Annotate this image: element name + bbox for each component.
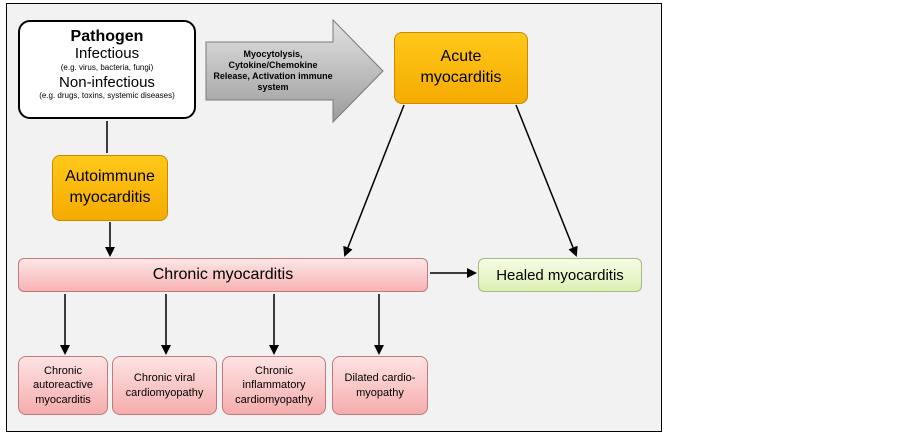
pathogen-title: Pathogen [70,28,144,45]
infectious-examples: (e.g. virus, bacteria, fungi) [60,62,154,72]
autoimmune-myocarditis-box: Autoimmune myocarditis [52,155,168,221]
outcome-chronic-viral-cardiomyopathy: Chronic viral cardiomyopathy [112,356,217,415]
chronic-myocarditis-label: Chronic myocarditis [152,266,294,283]
infectious-label: Infectious [74,44,140,62]
mechanism-arrow-label: Myocytolysis, Cytokine/Chemokine Release… [213,48,333,93]
noninfectious-examples: (e.g. drugs, toxins, systemic diseases) [39,91,175,101]
outcome-dilated-cardiomyopathy: Dilated cardio- myopathy [332,356,428,415]
autoimmune-myocarditis-label: Autoimmune myocarditis [65,168,155,206]
mechanism-block-arrow [205,18,384,124]
arrow-acute-to-healed [515,104,578,257]
acute-myocarditis-box: Acute myocarditis [394,32,528,104]
outcome-chronic-inflammatory-cardiomyopathy: Chronic inflammatory cardiomyopathy [222,356,326,415]
arrow-acute-to-chronic [343,104,405,257]
outcome-chronic-autoreactive-myocarditis: Chronic autoreactive myocarditis [18,356,108,415]
acute-myocarditis-label: Acute myocarditis [420,48,502,86]
pathogen-box: Pathogen Infectious (e.g. virus, bacteri… [18,20,196,119]
chronic-myocarditis-box: Chronic myocarditis [18,258,428,292]
noninfectious-label: Non-infectious [59,73,155,91]
healed-myocarditis-label: Healed myocarditis [496,266,624,284]
healed-myocarditis-box: Healed myocarditis [478,258,642,292]
